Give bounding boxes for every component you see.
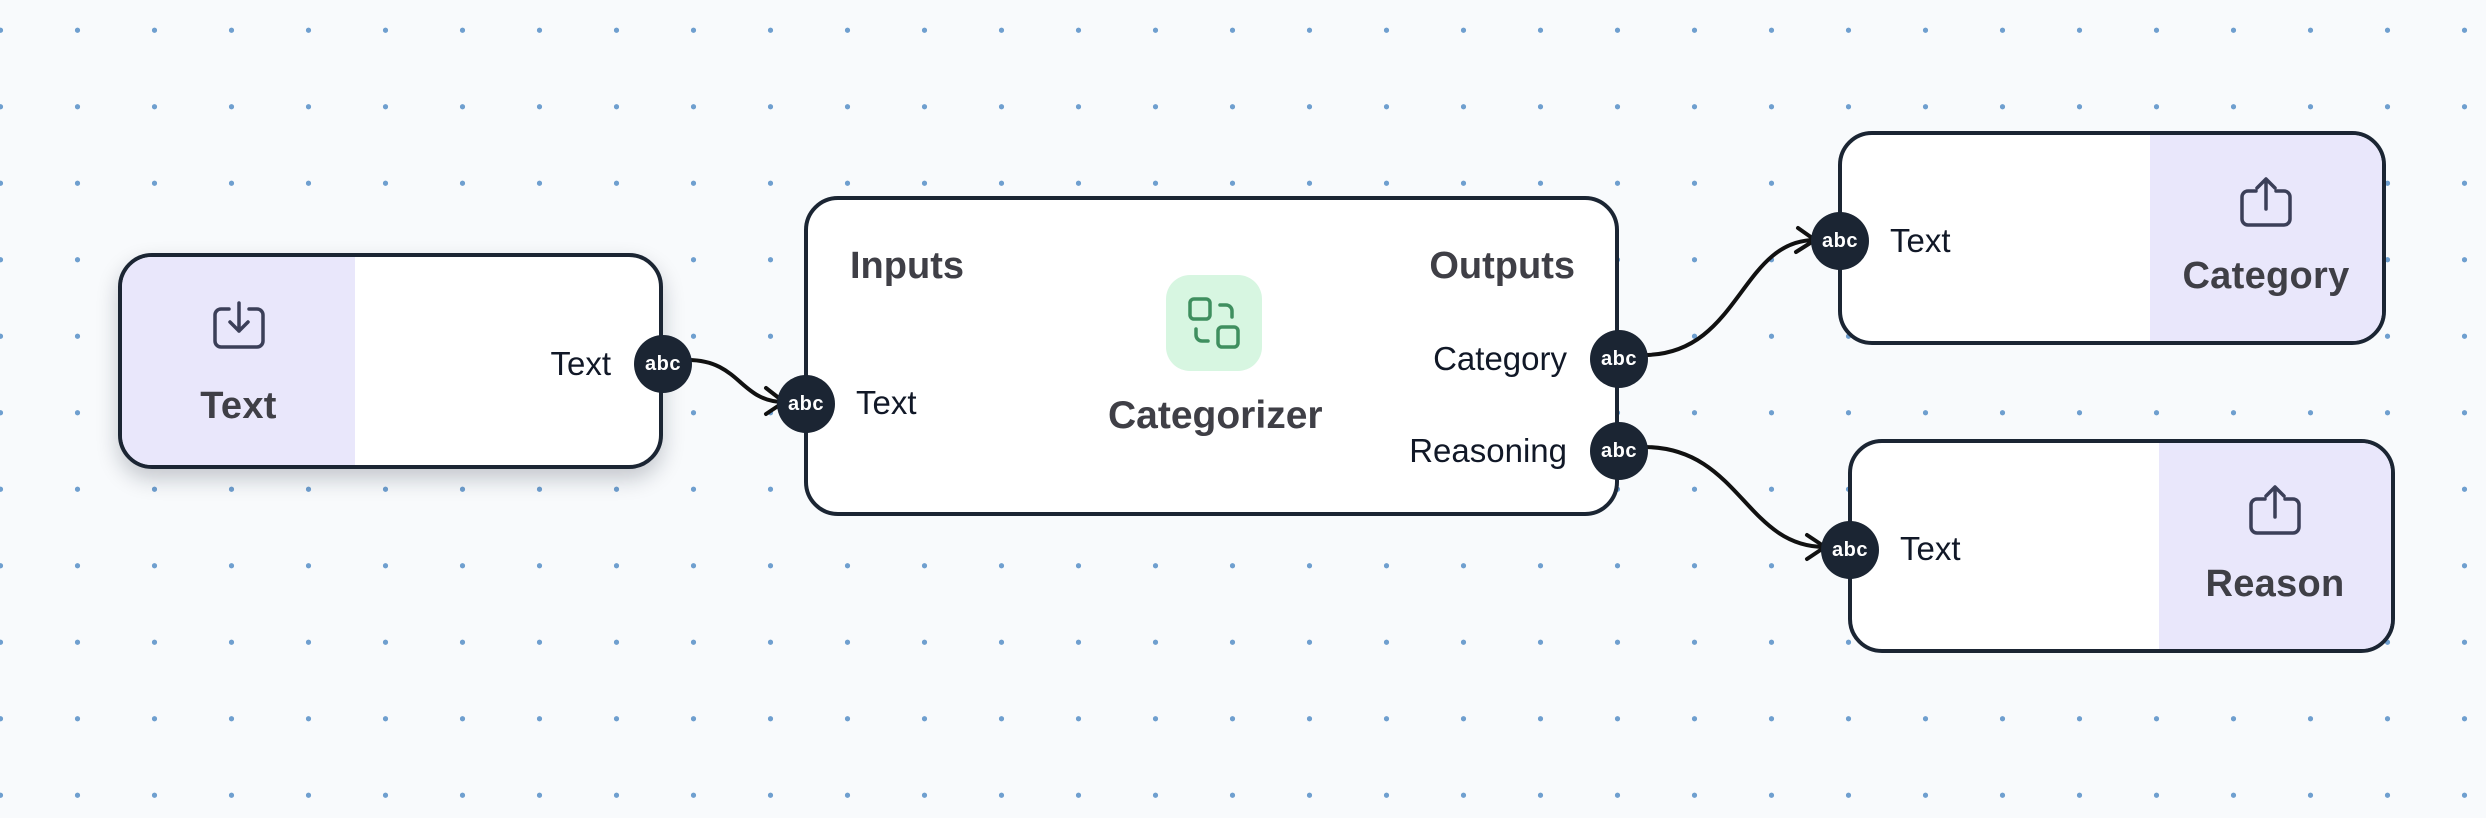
input-node-port-label: Text	[550, 345, 611, 382]
output-node-reason-port-label: Text	[1900, 530, 1961, 567]
categorizer-icon-badge	[1166, 275, 1262, 371]
categorizer-input-port-text[interactable]: abc	[777, 375, 835, 433]
export-icon	[2240, 177, 2292, 227]
output-node-reason-panel: Reason	[2159, 443, 2391, 649]
input-node-panel: Text	[122, 257, 355, 465]
output-node-category-panel: Category	[2150, 135, 2382, 341]
output-node-reason-input-port[interactable]: abc	[1821, 521, 1879, 579]
outputs-heading: Outputs	[1429, 245, 1575, 287]
input-node-title: Text	[200, 385, 277, 427]
categorizer-node[interactable]: Inputs Outputs Categorizer abc Text Cate…	[777, 196, 1648, 516]
categorizer-title: Categorizer	[1108, 394, 1323, 437]
output-node-reason-title: Reason	[2205, 563, 2345, 605]
edge-text-to-categorizer[interactable]	[687, 358, 785, 404]
categorizer-output-port-category[interactable]: abc	[1590, 330, 1648, 388]
output-node-category-port-label: Text	[1890, 222, 1951, 259]
inputs-heading: Inputs	[850, 245, 964, 287]
categorizer-input-label-text: Text	[856, 384, 917, 421]
export-icon	[2249, 485, 2301, 535]
edge-category-to-output[interactable]	[1643, 238, 1816, 357]
output-node-reason[interactable]: Reason abc Text	[1821, 439, 2395, 653]
output-node-category-title: Category	[2182, 255, 2350, 297]
input-node-output-port[interactable]: abc	[634, 335, 692, 393]
output-node-category[interactable]: Category abc Text	[1811, 131, 2386, 345]
edge-reasoning-to-output[interactable]	[1643, 445, 1826, 549]
import-icon	[212, 301, 265, 349]
categorizer-output-label-category: Category	[1433, 340, 1567, 377]
output-node-category-input-port[interactable]: abc	[1811, 212, 1869, 270]
input-node-text[interactable]: Text Text abc	[118, 253, 692, 469]
categorize-icon	[1188, 297, 1240, 349]
categorizer-output-port-reasoning[interactable]: abc	[1590, 422, 1648, 480]
categorizer-output-label-reasoning: Reasoning	[1409, 432, 1567, 469]
